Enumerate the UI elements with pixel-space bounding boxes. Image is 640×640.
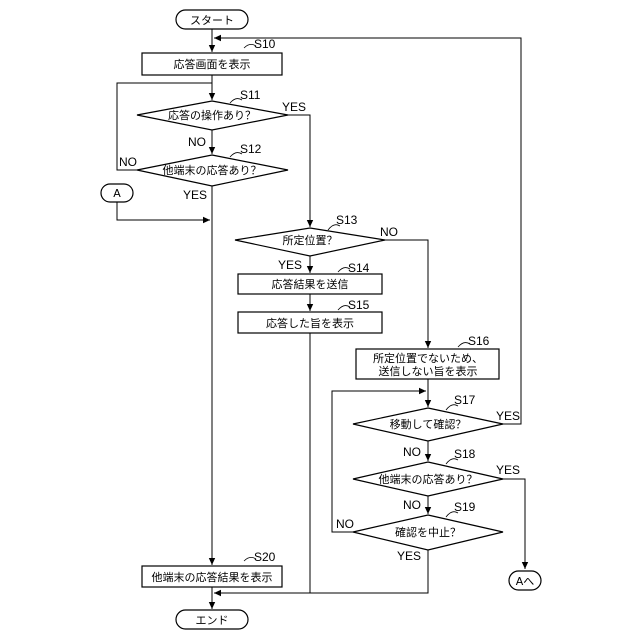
s10-step-id: S10 [254,37,276,51]
start-label: スタート [190,14,234,27]
s13-text: 所定位置？ [283,233,338,247]
s18-text: 他端末の応答あり？ [379,472,478,486]
flow-s13-no-to-s16 [385,240,428,348]
s13-step-id: S13 [336,213,358,227]
s17-step-id: S17 [454,393,476,407]
connector-a-out-label: Aへ [516,575,535,588]
s10-text: 応答画面を表示 [174,57,251,71]
s15-text: 応答した旨を表示 [266,316,354,330]
s14-text: 応答結果を送信 [272,277,349,291]
start-terminal: スタート [176,10,248,29]
connector-a-in: A [101,184,133,202]
s17-yes-label: YES [496,409,520,423]
s11-no-label: NO [188,135,206,149]
end-label: エンド [196,614,229,627]
s15-step-id: S15 [348,298,370,312]
s17-no-label: NO [403,445,421,459]
s20-step-id: S20 [254,550,276,564]
flow-s11-yes-to-s13 [288,115,310,227]
s12-yes-label: YES [183,188,207,202]
s19-no-label: NO [336,517,354,531]
s12-no-label: NO [119,155,137,169]
s14-step-id: S14 [348,261,370,275]
s19-text: 確認を中止？ [395,525,461,539]
s20-text: 他端末の応答結果を表示 [152,570,273,584]
s12-text: 他端末の応答あり？ [163,163,262,177]
s16-text-line2: 送信しない旨を表示 [379,364,478,378]
s18-no-label: NO [403,498,421,512]
s18-step-id: S18 [454,447,476,461]
s11-text: 応答の操作あり？ [168,108,256,122]
s17-text: 移動して確認？ [390,417,467,431]
s11-yes-label: YES [282,100,306,114]
flow-s18-yes-to-a [503,479,525,569]
connector-a-out: Aへ [509,571,541,590]
s12-step-id: S12 [240,142,262,156]
s19-step-id: S19 [454,500,476,514]
s16-step-id: S16 [468,334,490,348]
end-terminal: エンド [176,610,248,629]
s19-yes-label: YES [397,549,421,563]
connector-a-in-label: A [113,187,121,200]
flow-connector-a-join [117,202,210,220]
s13-yes-label: YES [278,258,302,272]
s16-text-line1: 所定位置でないため、 [373,351,483,365]
s13-no-label: NO [380,225,398,239]
s18-yes-label: YES [496,463,520,477]
s11-step-id: S11 [240,88,261,102]
